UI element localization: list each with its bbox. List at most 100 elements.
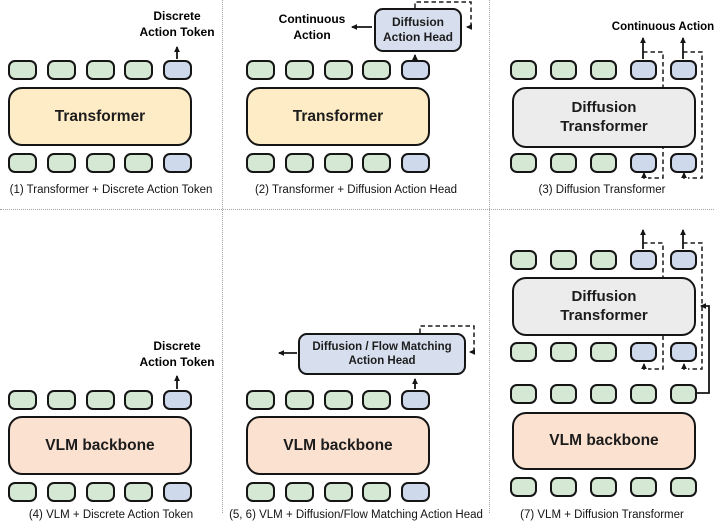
green-token: [550, 153, 577, 173]
diffusion-flow-matching-action-head-box: Diffusion / Flow Matching Action Head: [298, 333, 466, 375]
green-token: [246, 390, 275, 410]
panel-caption: (2) Transformer + Diffusion Action Head: [254, 184, 458, 196]
green-token: [510, 153, 537, 173]
discrete-action-token-label: Discrete Action Token: [139, 339, 215, 369]
green-token: [630, 384, 657, 404]
green-token: [670, 384, 697, 404]
input-token-row: [246, 482, 430, 502]
column-divider-2: [489, 0, 490, 513]
blue-token: [630, 153, 657, 173]
green-token: [550, 477, 577, 497]
input-token-row: [8, 482, 192, 502]
diffusion-transformer-box: Diffusion Transformer: [512, 277, 696, 336]
vlm-output-token-row: [510, 384, 697, 404]
blue-token: [670, 342, 697, 362]
vlm-input-token-row: [510, 477, 697, 497]
green-token: [550, 60, 577, 80]
blue-token: [401, 153, 430, 173]
green-token: [8, 153, 37, 173]
green-token: [85, 153, 115, 173]
green-token: [85, 482, 115, 502]
continuous-action-label: Continuous Action: [611, 21, 714, 33]
green-token: [124, 60, 154, 80]
output-token-row: [246, 60, 430, 80]
output-token-row: [8, 60, 192, 80]
input-token-row: [510, 153, 697, 173]
blue-token: [401, 60, 430, 80]
green-token: [362, 482, 392, 502]
green-token: [590, 477, 617, 497]
panel-caption: (1) Transformer + Discrete Action Token: [9, 184, 213, 196]
green-token: [8, 482, 37, 502]
green-token: [323, 153, 353, 173]
green-token: [550, 342, 577, 362]
green-token: [46, 390, 76, 410]
panel-caption: (4) VLM + Discrete Action Token: [28, 509, 194, 521]
dit-output-token-row: [510, 250, 697, 270]
green-token: [510, 384, 537, 404]
green-token: [85, 390, 115, 410]
vlm-backbone-box: VLM backbone: [512, 412, 696, 470]
diffusion-transformer-box: Diffusion Transformer: [512, 87, 696, 148]
green-token: [362, 60, 392, 80]
panel-caption: (7) VLM + Diffusion Transformer: [520, 509, 684, 521]
green-token: [246, 60, 275, 80]
blue-token: [401, 390, 430, 410]
transformer-box: Transformer: [246, 87, 430, 146]
input-token-row: [246, 153, 430, 173]
green-token: [284, 153, 314, 173]
green-token: [510, 342, 537, 362]
blue-token: [670, 153, 697, 173]
output-token-row: [8, 390, 192, 410]
green-token: [630, 477, 657, 497]
panel-caption: (3) Diffusion Transformer: [538, 184, 666, 196]
green-token: [124, 482, 154, 502]
green-token: [246, 482, 275, 502]
green-token: [124, 153, 154, 173]
green-token: [46, 60, 76, 80]
green-token: [510, 477, 537, 497]
green-token: [362, 153, 392, 173]
green-token: [590, 384, 617, 404]
continuous-action-label: Continuous Action: [278, 12, 346, 42]
green-token: [124, 390, 154, 410]
green-token: [323, 390, 353, 410]
blue-token: [630, 250, 657, 270]
green-token: [284, 60, 314, 80]
discrete-action-token-label: Discrete Action Token: [139, 9, 215, 39]
blue-token: [163, 153, 192, 173]
green-token: [550, 250, 577, 270]
green-token: [323, 60, 353, 80]
green-token: [590, 250, 617, 270]
blue-token: [401, 482, 430, 502]
blue-token: [163, 60, 192, 80]
green-token: [8, 60, 37, 80]
green-token: [590, 342, 617, 362]
dit-input-token-row: [510, 342, 697, 362]
vlm-backbone-box: VLM backbone: [8, 416, 192, 475]
input-token-row: [8, 153, 192, 173]
output-token-row: [510, 60, 697, 80]
green-token: [85, 60, 115, 80]
transformer-box: Transformer: [8, 87, 192, 146]
green-token: [590, 153, 617, 173]
green-token: [590, 60, 617, 80]
green-token: [8, 390, 37, 410]
diffusion-action-head-box: Diffusion Action Head: [374, 8, 462, 52]
row-divider: [0, 209, 714, 210]
blue-token: [630, 60, 657, 80]
green-token: [46, 482, 76, 502]
green-token: [284, 482, 314, 502]
green-token: [670, 477, 697, 497]
green-token: [362, 390, 392, 410]
vlm-backbone-box: VLM backbone: [246, 416, 430, 475]
green-token: [510, 250, 537, 270]
panel-caption: (5, 6) VLM + Diffusion/Flow Matching Act…: [229, 509, 483, 521]
blue-token: [630, 342, 657, 362]
output-token-row: [246, 390, 430, 410]
green-token: [323, 482, 353, 502]
green-token: [246, 153, 275, 173]
green-token: [510, 60, 537, 80]
green-token: [46, 153, 76, 173]
